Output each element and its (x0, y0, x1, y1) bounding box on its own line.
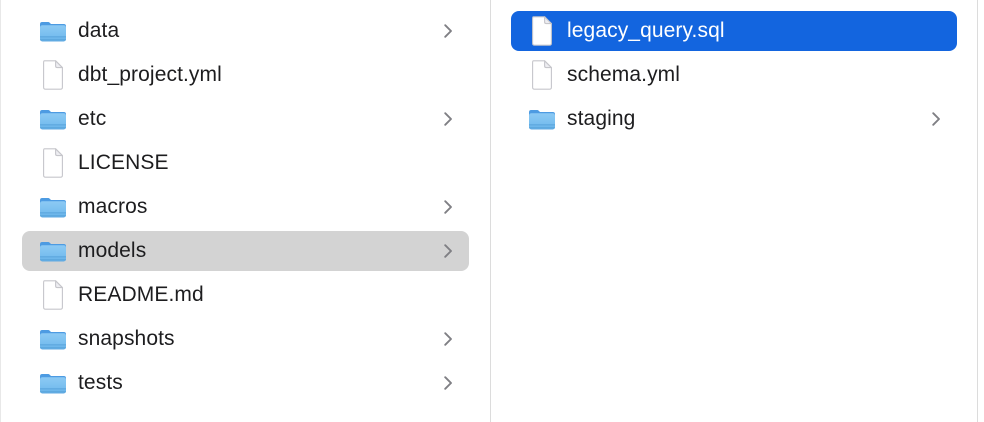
folder-icon (40, 241, 66, 261)
folder-icon (40, 109, 66, 129)
file-icon (532, 16, 552, 46)
item-label: data (78, 19, 120, 42)
file-row[interactable]: dbt_project.yml (22, 55, 469, 95)
item-icon-box (38, 235, 68, 267)
item-icon-box (38, 103, 68, 135)
item-icon-box (38, 279, 68, 311)
chevron-right-icon (443, 243, 453, 259)
file-row[interactable]: legacy_query.sql (511, 11, 957, 51)
file-row[interactable]: README.md (22, 275, 469, 315)
item-icon-box (38, 323, 68, 355)
folder-icon (40, 373, 66, 393)
item-label: snapshots (78, 327, 175, 350)
item-icon-box (38, 191, 68, 223)
folder-row[interactable]: tests (22, 363, 469, 403)
item-label: macros (78, 195, 148, 218)
folder-icon (529, 109, 555, 129)
item-label: legacy_query.sql (567, 19, 725, 42)
folder-icon (40, 329, 66, 349)
chevron-right-icon (443, 375, 453, 391)
item-label: LICENSE (78, 151, 169, 174)
item-icon-box (527, 15, 557, 47)
file-list: legacy_query.sql (491, 11, 977, 139)
folder-row[interactable]: snapshots (22, 319, 469, 359)
item-label: README.md (78, 283, 204, 306)
finder-column-child: legacy_query.sql (491, 0, 978, 422)
item-label: tests (78, 371, 123, 394)
finder-column-parent: data (0, 0, 491, 422)
file-row[interactable]: LICENSE (22, 143, 469, 183)
item-icon-box (38, 15, 68, 47)
item-icon-box (38, 367, 68, 399)
folder-icon (40, 197, 66, 217)
folder-row[interactable]: data (22, 11, 469, 51)
item-icon-box (527, 103, 557, 135)
file-icon (43, 148, 63, 178)
folder-row[interactable]: models (22, 231, 469, 271)
chevron-right-icon (443, 199, 453, 215)
file-icon (532, 60, 552, 90)
item-label: etc (78, 107, 107, 130)
folder-row[interactable]: staging (511, 99, 957, 139)
item-icon-box (38, 59, 68, 91)
file-row[interactable]: schema.yml (511, 55, 957, 95)
item-label: dbt_project.yml (78, 63, 222, 86)
file-list: data (1, 11, 490, 403)
item-label: models (78, 239, 147, 262)
item-icon-box (527, 59, 557, 91)
file-icon (43, 280, 63, 310)
item-icon-box (38, 147, 68, 179)
item-label: schema.yml (567, 63, 681, 86)
chevron-right-icon (443, 331, 453, 347)
chevron-right-icon (443, 111, 453, 127)
folder-icon (40, 21, 66, 41)
folder-row[interactable]: etc (22, 99, 469, 139)
folder-row[interactable]: macros (22, 187, 469, 227)
file-icon (43, 60, 63, 90)
chevron-right-icon (443, 23, 453, 39)
chevron-right-icon (931, 111, 941, 127)
item-label: staging (567, 107, 636, 130)
